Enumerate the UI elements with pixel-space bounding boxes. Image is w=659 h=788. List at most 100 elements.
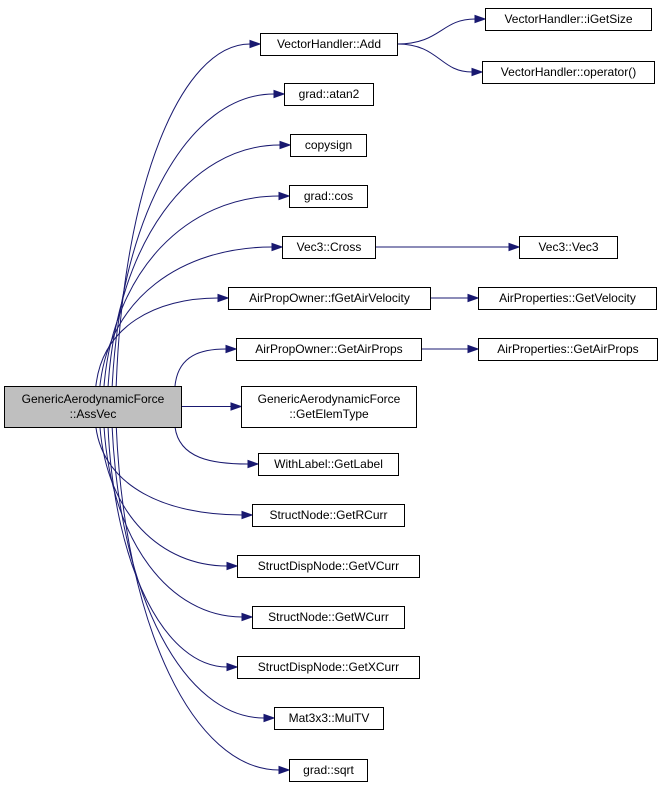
node-label: ::GetElemType — [289, 407, 369, 421]
edge-vec3_cross-to-vec3_vec3 — [375, 242, 521, 252]
edge-line — [95, 426, 243, 516]
node-grad_atan2[interactable]: grad::atan2 — [284, 83, 374, 106]
edge-line — [396, 43, 473, 73]
node-label: GenericAerodynamicForce — [258, 392, 401, 406]
edge-root-to-apo_fgetairvelocity — [95, 293, 230, 387]
edge-root-to-sn_getrcurr — [95, 426, 254, 520]
edge-arrowhead — [278, 191, 291, 201]
nodes-layer: GenericAerodynamicForce::AssVec VectorHan… — [4, 8, 658, 782]
node-label: Vec3::Cross — [297, 240, 362, 254]
edge-arrowhead — [263, 713, 276, 723]
node-box — [236, 338, 422, 361]
node-box — [482, 61, 655, 84]
node-box — [282, 236, 376, 259]
edge-arrowhead — [225, 344, 238, 354]
node-ap_getairprops[interactable]: AirProperties::GetAirProps — [478, 338, 658, 361]
edge-arrowhead — [278, 765, 291, 775]
edge-root-to-vh_add — [115, 39, 262, 387]
node-gaf_getelemtype[interactable]: GenericAerodynamicForce::GetElemType — [241, 386, 417, 428]
node-label: ::AssVec — [70, 407, 117, 421]
node-sn_getrcurr[interactable]: StructNode::GetRCurr — [252, 504, 405, 527]
edge-line — [396, 18, 476, 45]
node-box — [290, 134, 367, 157]
edge-arrowhead — [241, 612, 254, 622]
edge-vh_add-to-vh_igetsize — [396, 14, 487, 45]
node-sdn_getvcurr[interactable]: StructDispNode::GetVCurr — [237, 555, 420, 578]
node-vec3_cross[interactable]: Vec3::Cross — [282, 236, 376, 259]
node-label: GenericAerodynamicForce — [22, 392, 165, 406]
edge-arrowhead — [249, 39, 262, 49]
edge-line — [95, 297, 219, 387]
node-label: StructNode::GetWCurr — [268, 610, 389, 624]
node-label: grad::atan2 — [299, 87, 360, 101]
node-label: VectorHandler::Add — [277, 37, 381, 51]
node-mat3x3_multv[interactable]: Mat3x3::MulTV — [274, 707, 384, 730]
node-vh_operator[interactable]: VectorHandler::operator() — [482, 61, 655, 84]
edges-layer — [95, 14, 521, 775]
edge-line — [111, 426, 265, 719]
node-root[interactable]: GenericAerodynamicForce::AssVec — [4, 386, 182, 428]
edge-arrowhead — [273, 89, 286, 99]
edge-line — [115, 426, 280, 771]
node-box — [241, 386, 417, 428]
node-box — [274, 707, 384, 730]
edge-root-to-grad_atan2 — [111, 89, 286, 387]
edge-arrowhead — [279, 140, 292, 150]
node-box — [485, 8, 652, 31]
node-label: copysign — [305, 138, 352, 152]
edge-arrowhead — [467, 344, 480, 354]
node-label: Vec3::Vec3 — [538, 240, 598, 254]
node-vh_igetsize[interactable]: VectorHandler::iGetSize — [485, 8, 652, 31]
node-box — [260, 33, 398, 56]
edge-line — [103, 426, 243, 618]
edge-arrowhead — [508, 242, 521, 252]
node-ap_getvelocity[interactable]: AirProperties::GetVelocity — [478, 287, 657, 310]
edge-root-to-grad_sqrt — [115, 426, 291, 775]
edge-root-to-wl_getlabel — [174, 426, 260, 469]
node-box — [252, 504, 405, 527]
edge-root-to-gaf_getelemtype — [181, 402, 243, 411]
node-vec3_vec3[interactable]: Vec3::Vec3 — [519, 236, 618, 259]
node-label: VectorHandler::operator() — [501, 65, 636, 79]
node-label: StructNode::GetRCurr — [269, 508, 387, 522]
edge-arrowhead — [471, 67, 484, 77]
node-label: AirProperties::GetAirProps — [497, 342, 638, 356]
node-copysign[interactable]: copysign — [290, 134, 367, 157]
edge-arrowhead — [467, 293, 480, 303]
node-box — [519, 236, 618, 259]
node-box — [228, 287, 431, 310]
node-sdn_getxcurr[interactable]: StructDispNode::GetXCurr — [237, 656, 420, 679]
edge-line — [174, 426, 249, 465]
node-vh_add[interactable]: VectorHandler::Add — [260, 33, 398, 56]
node-box — [478, 287, 657, 310]
edge-line — [99, 426, 228, 567]
node-box — [258, 453, 399, 476]
edge-apo_getairprops-to-ap_getairprops — [421, 344, 480, 354]
edge-arrowhead — [230, 402, 243, 411]
node-label: AirPropOwner::GetAirProps — [255, 342, 402, 356]
node-label: WithLabel::GetLabel — [274, 457, 383, 471]
edge-root-to-sdn_getxcurr — [107, 426, 239, 672]
node-label: StructDispNode::GetVCurr — [258, 559, 399, 573]
edge-vh_add-to-vh_operator — [396, 43, 484, 77]
edge-arrowhead — [247, 459, 260, 469]
edge-line — [99, 246, 273, 387]
node-grad_sqrt[interactable]: grad::sqrt — [289, 759, 368, 782]
edge-root-to-sdn_getvcurr — [99, 426, 239, 571]
edge-arrowhead — [217, 293, 230, 303]
edge-arrowhead — [226, 561, 239, 571]
edge-line — [115, 43, 251, 387]
node-label: VectorHandler::iGetSize — [504, 12, 632, 26]
node-apo_fgetairvelocity[interactable]: AirPropOwner::fGetAirVelocity — [228, 287, 431, 310]
node-sn_getwcurr[interactable]: StructNode::GetWCurr — [252, 606, 405, 629]
edge-arrowhead — [271, 242, 284, 252]
edge-arrowhead — [241, 510, 254, 520]
edge-root-to-vec3_cross — [99, 242, 284, 387]
node-apo_getairprops[interactable]: AirPropOwner::GetAirProps — [236, 338, 422, 361]
edge-root-to-sn_getwcurr — [103, 426, 254, 622]
node-grad_cos[interactable]: grad::cos — [289, 185, 368, 208]
edge-line — [107, 426, 228, 668]
node-box — [237, 555, 420, 578]
node-wl_getlabel[interactable]: WithLabel::GetLabel — [258, 453, 399, 476]
edge-apo_fgetairvelocity-to-ap_getvelocity — [429, 293, 480, 303]
